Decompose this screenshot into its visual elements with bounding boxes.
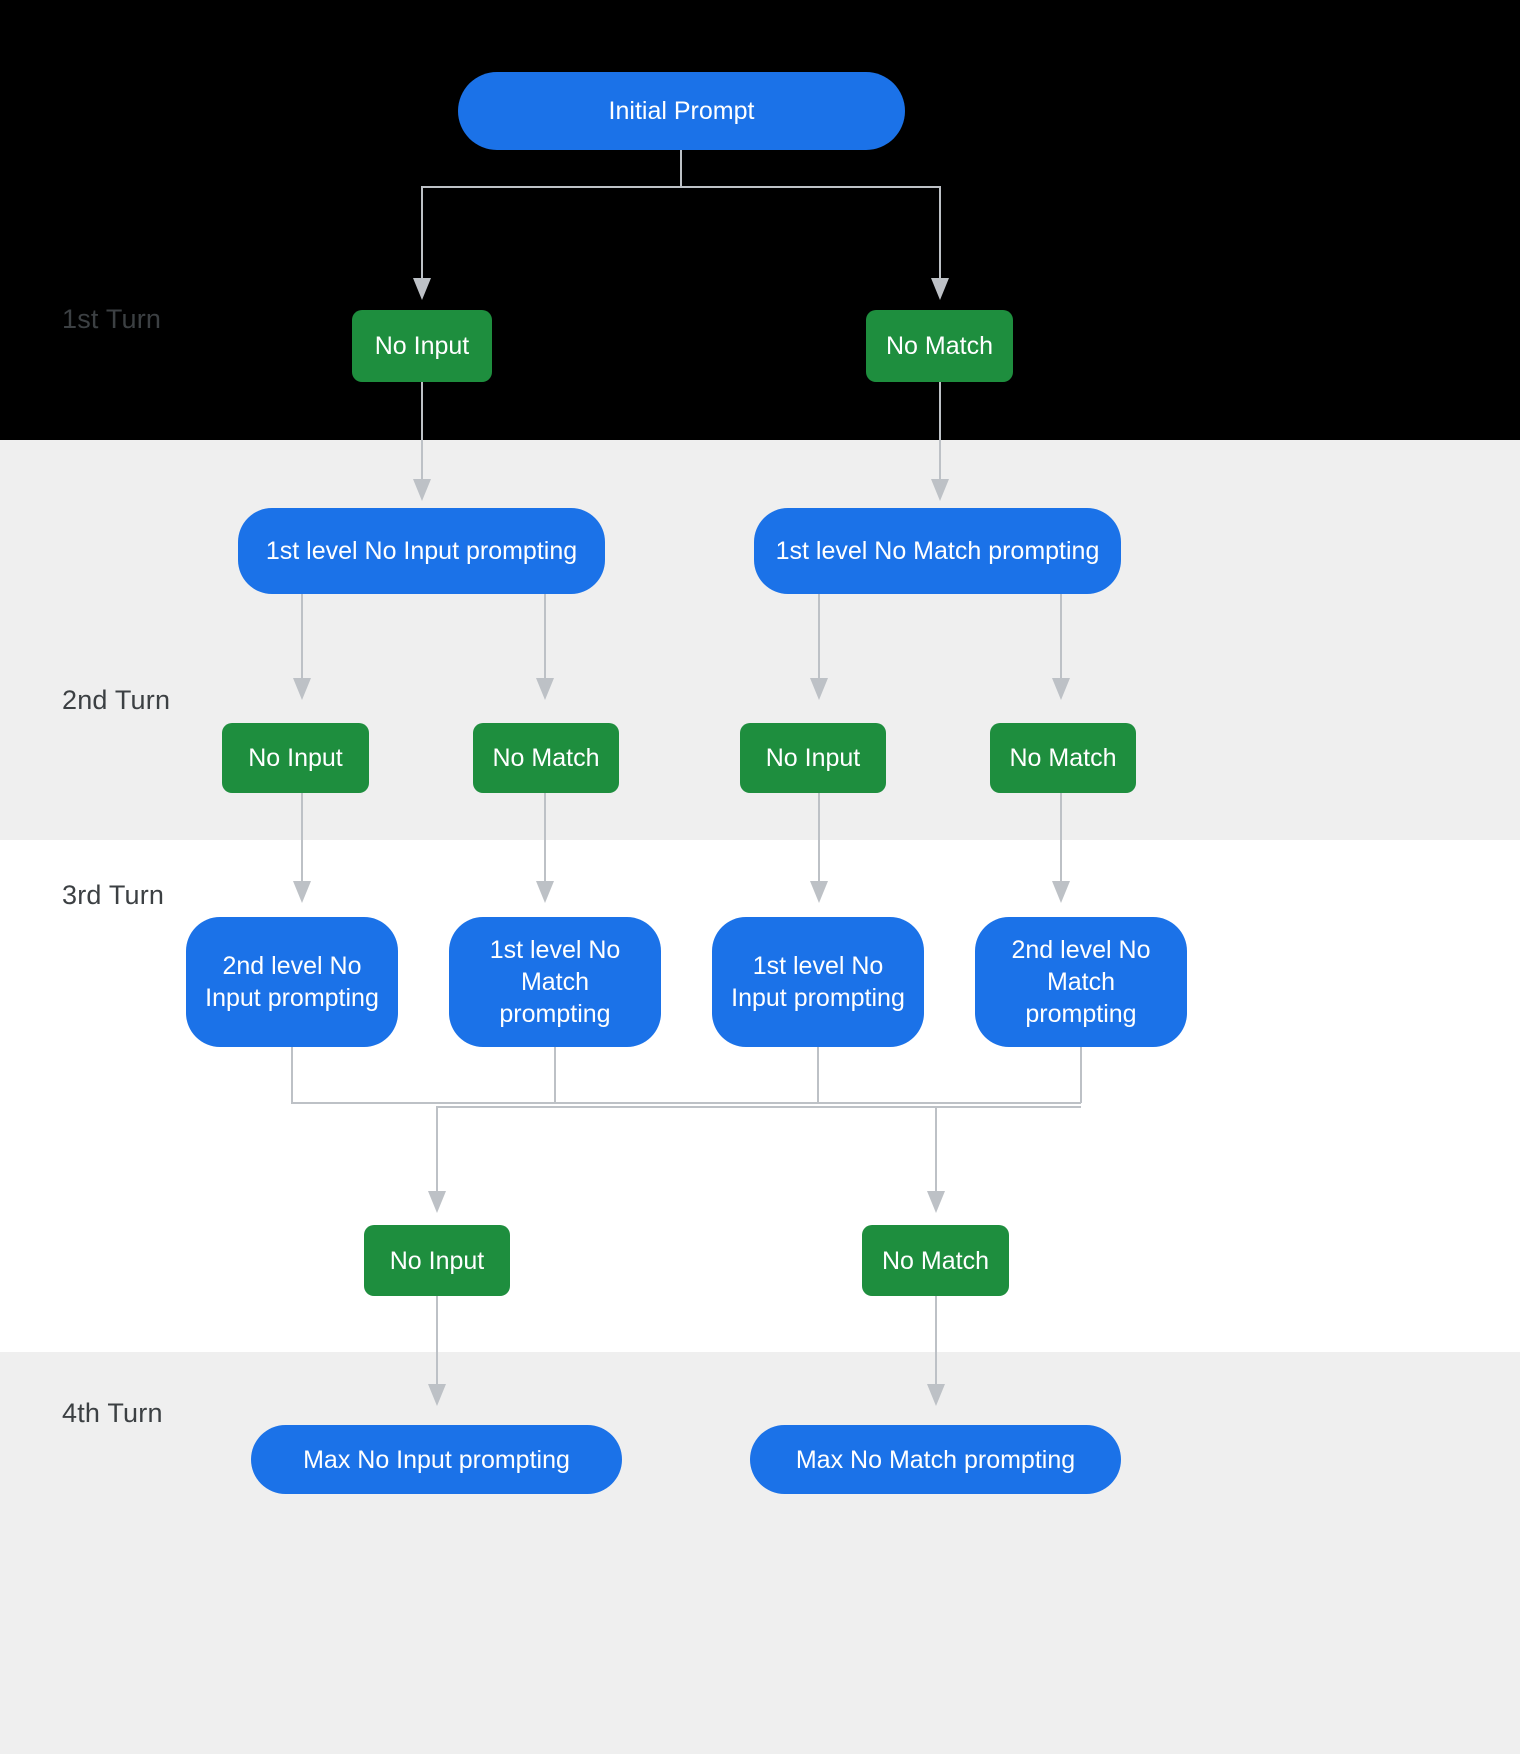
connector-t3prompt-3-stub xyxy=(817,1047,819,1103)
connector-t2prompt-nm-to-nm xyxy=(1060,594,1062,682)
band-4th-turn xyxy=(0,1352,1520,1754)
connector-root-stem xyxy=(680,148,682,187)
arrowhead-t1-nomatch-to-t2prompt xyxy=(931,479,949,501)
arrowhead-t2prompt-nm-to-nm xyxy=(1052,678,1070,700)
arrowhead-bus-to-no-input xyxy=(428,1191,446,1213)
node-turn4-prompt-no-match[interactable]: Max No Match prompting xyxy=(750,1425,1121,1494)
turn-label-3rd: 3rd Turn xyxy=(62,880,165,910)
arrowhead-t2ev-3-to-t3prompt xyxy=(810,881,828,903)
connector-t2prompt-nm-to-ni xyxy=(818,594,820,682)
connector-bus-to-no-input xyxy=(436,1106,438,1195)
node-turn2-event-3[interactable]: No Input xyxy=(740,723,886,793)
arrowhead-t3ev-ni-to-t4prompt xyxy=(428,1384,446,1406)
connector-t1-nomatch-to-t2prompt xyxy=(939,381,941,483)
arrowhead-bus-to-no-match xyxy=(927,1191,945,1213)
arrowhead-t2prompt-nm-to-ni xyxy=(810,678,828,700)
connector-bus-to-no-match xyxy=(935,1106,937,1195)
node-turn2-event-1[interactable]: No Input xyxy=(222,723,369,793)
node-turn3-event-no-input[interactable]: No Input xyxy=(364,1225,510,1296)
node-turn4-prompt-no-input[interactable]: Max No Input prompting xyxy=(251,1425,622,1494)
node-turn3-event-no-match[interactable]: No Match xyxy=(862,1225,1009,1296)
arrowhead-t2ev-2-to-t3prompt xyxy=(536,881,554,903)
node-turn1-no-input[interactable]: No Input xyxy=(352,310,492,382)
arrowhead-t1-noinput-to-t2prompt xyxy=(413,479,431,501)
node-turn3-prompt-1[interactable]: 2nd level No Input prompting xyxy=(186,917,398,1047)
node-turn3-prompt-4[interactable]: 2nd level No Match prompting xyxy=(975,917,1187,1047)
arrowhead-root-to-no-match xyxy=(931,278,949,300)
arrowhead-t3ev-nm-to-t4prompt xyxy=(927,1384,945,1406)
connector-t3prompt-1-stub xyxy=(291,1047,293,1103)
connector-t2ev-3-to-t3prompt xyxy=(818,793,820,885)
connector-t2prompt-ni-to-ni xyxy=(301,594,303,682)
connector-t2prompt-ni-to-nm xyxy=(544,594,546,682)
connector-t2ev-4-to-t3prompt xyxy=(1060,793,1062,885)
connector-t2ev-2-to-t3prompt xyxy=(544,793,546,885)
arrowhead-t2ev-4-to-t3prompt xyxy=(1052,881,1070,903)
node-turn2-prompt-no-match[interactable]: 1st level No Match prompting xyxy=(754,508,1121,594)
node-turn1-no-match[interactable]: No Match xyxy=(866,310,1013,382)
arrowhead-root-to-no-input xyxy=(413,278,431,300)
arrowhead-t2prompt-ni-to-ni xyxy=(293,678,311,700)
node-turn2-event-4[interactable]: No Match xyxy=(990,723,1136,793)
connector-t3prompt-2-stub xyxy=(554,1047,556,1103)
node-initial-prompt[interactable]: Initial Prompt xyxy=(458,72,905,150)
connector-t3prompt-4-stub xyxy=(1080,1047,1082,1103)
turn-label-1st: 1st Turn xyxy=(62,304,162,334)
connector-root-to-no-input xyxy=(421,186,423,282)
merge-bus-lower xyxy=(437,1106,1081,1108)
connector-root-split-bar xyxy=(421,186,941,188)
connector-t3ev-ni-to-t4prompt xyxy=(436,1296,438,1388)
connector-t2ev-1-to-t3prompt xyxy=(301,793,303,885)
node-turn3-prompt-3[interactable]: 1st level No Input prompting xyxy=(712,917,924,1047)
turn-label-4th: 4th Turn xyxy=(62,1398,163,1428)
node-turn3-prompt-2[interactable]: 1st level No Match prompting xyxy=(449,917,661,1047)
node-turn2-prompt-no-input[interactable]: 1st level No Input prompting xyxy=(238,508,605,594)
merge-bus-upper xyxy=(291,1102,1081,1104)
connector-t3ev-nm-to-t4prompt xyxy=(935,1296,937,1388)
band-1st-turn xyxy=(0,0,1520,440)
arrowhead-t2prompt-ni-to-nm xyxy=(536,678,554,700)
node-turn2-event-2[interactable]: No Match xyxy=(473,723,619,793)
connector-t1-noinput-to-t2prompt xyxy=(421,381,423,483)
connector-root-to-no-match xyxy=(939,186,941,282)
arrowhead-t2ev-1-to-t3prompt xyxy=(293,881,311,903)
turn-label-2nd: 2nd Turn xyxy=(62,685,171,715)
